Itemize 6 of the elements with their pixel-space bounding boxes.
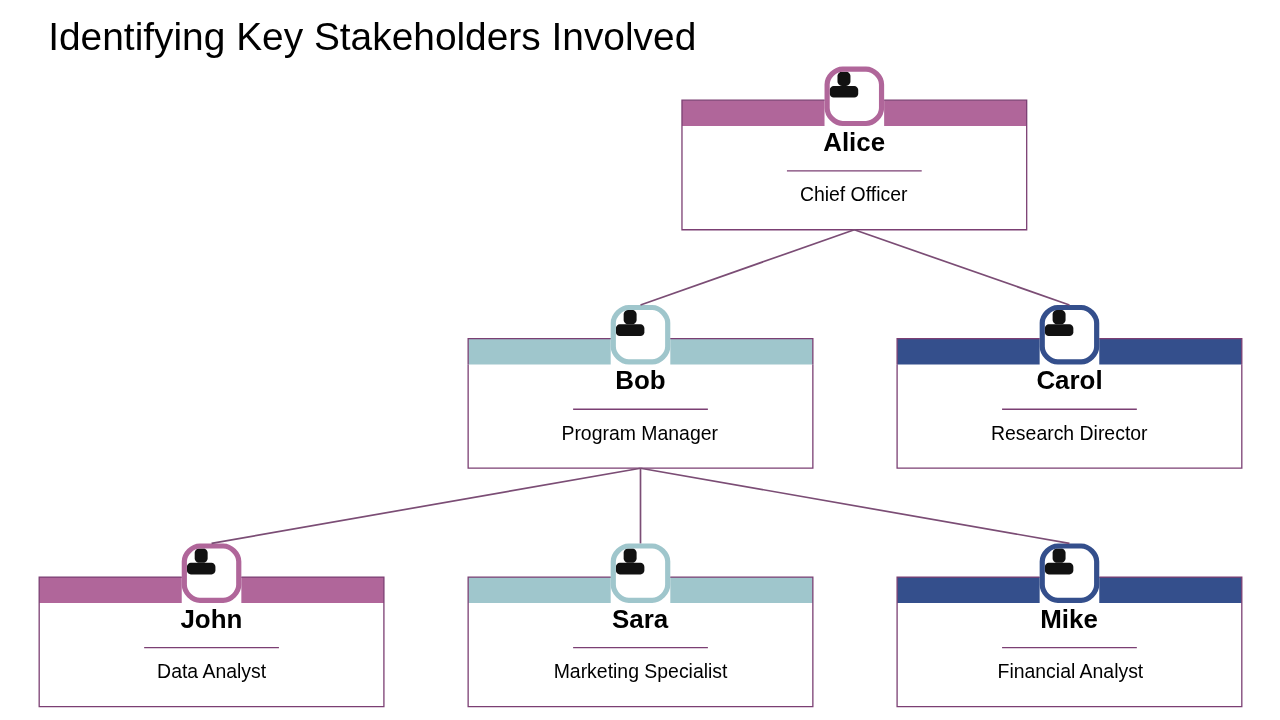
connector	[639, 467, 1070, 545]
connector	[210, 467, 641, 545]
connector	[853, 228, 1070, 306]
diagram-title: Identifying Key Stakeholders Involved	[47, 14, 696, 58]
connector	[639, 467, 641, 545]
connector	[639, 228, 855, 306]
